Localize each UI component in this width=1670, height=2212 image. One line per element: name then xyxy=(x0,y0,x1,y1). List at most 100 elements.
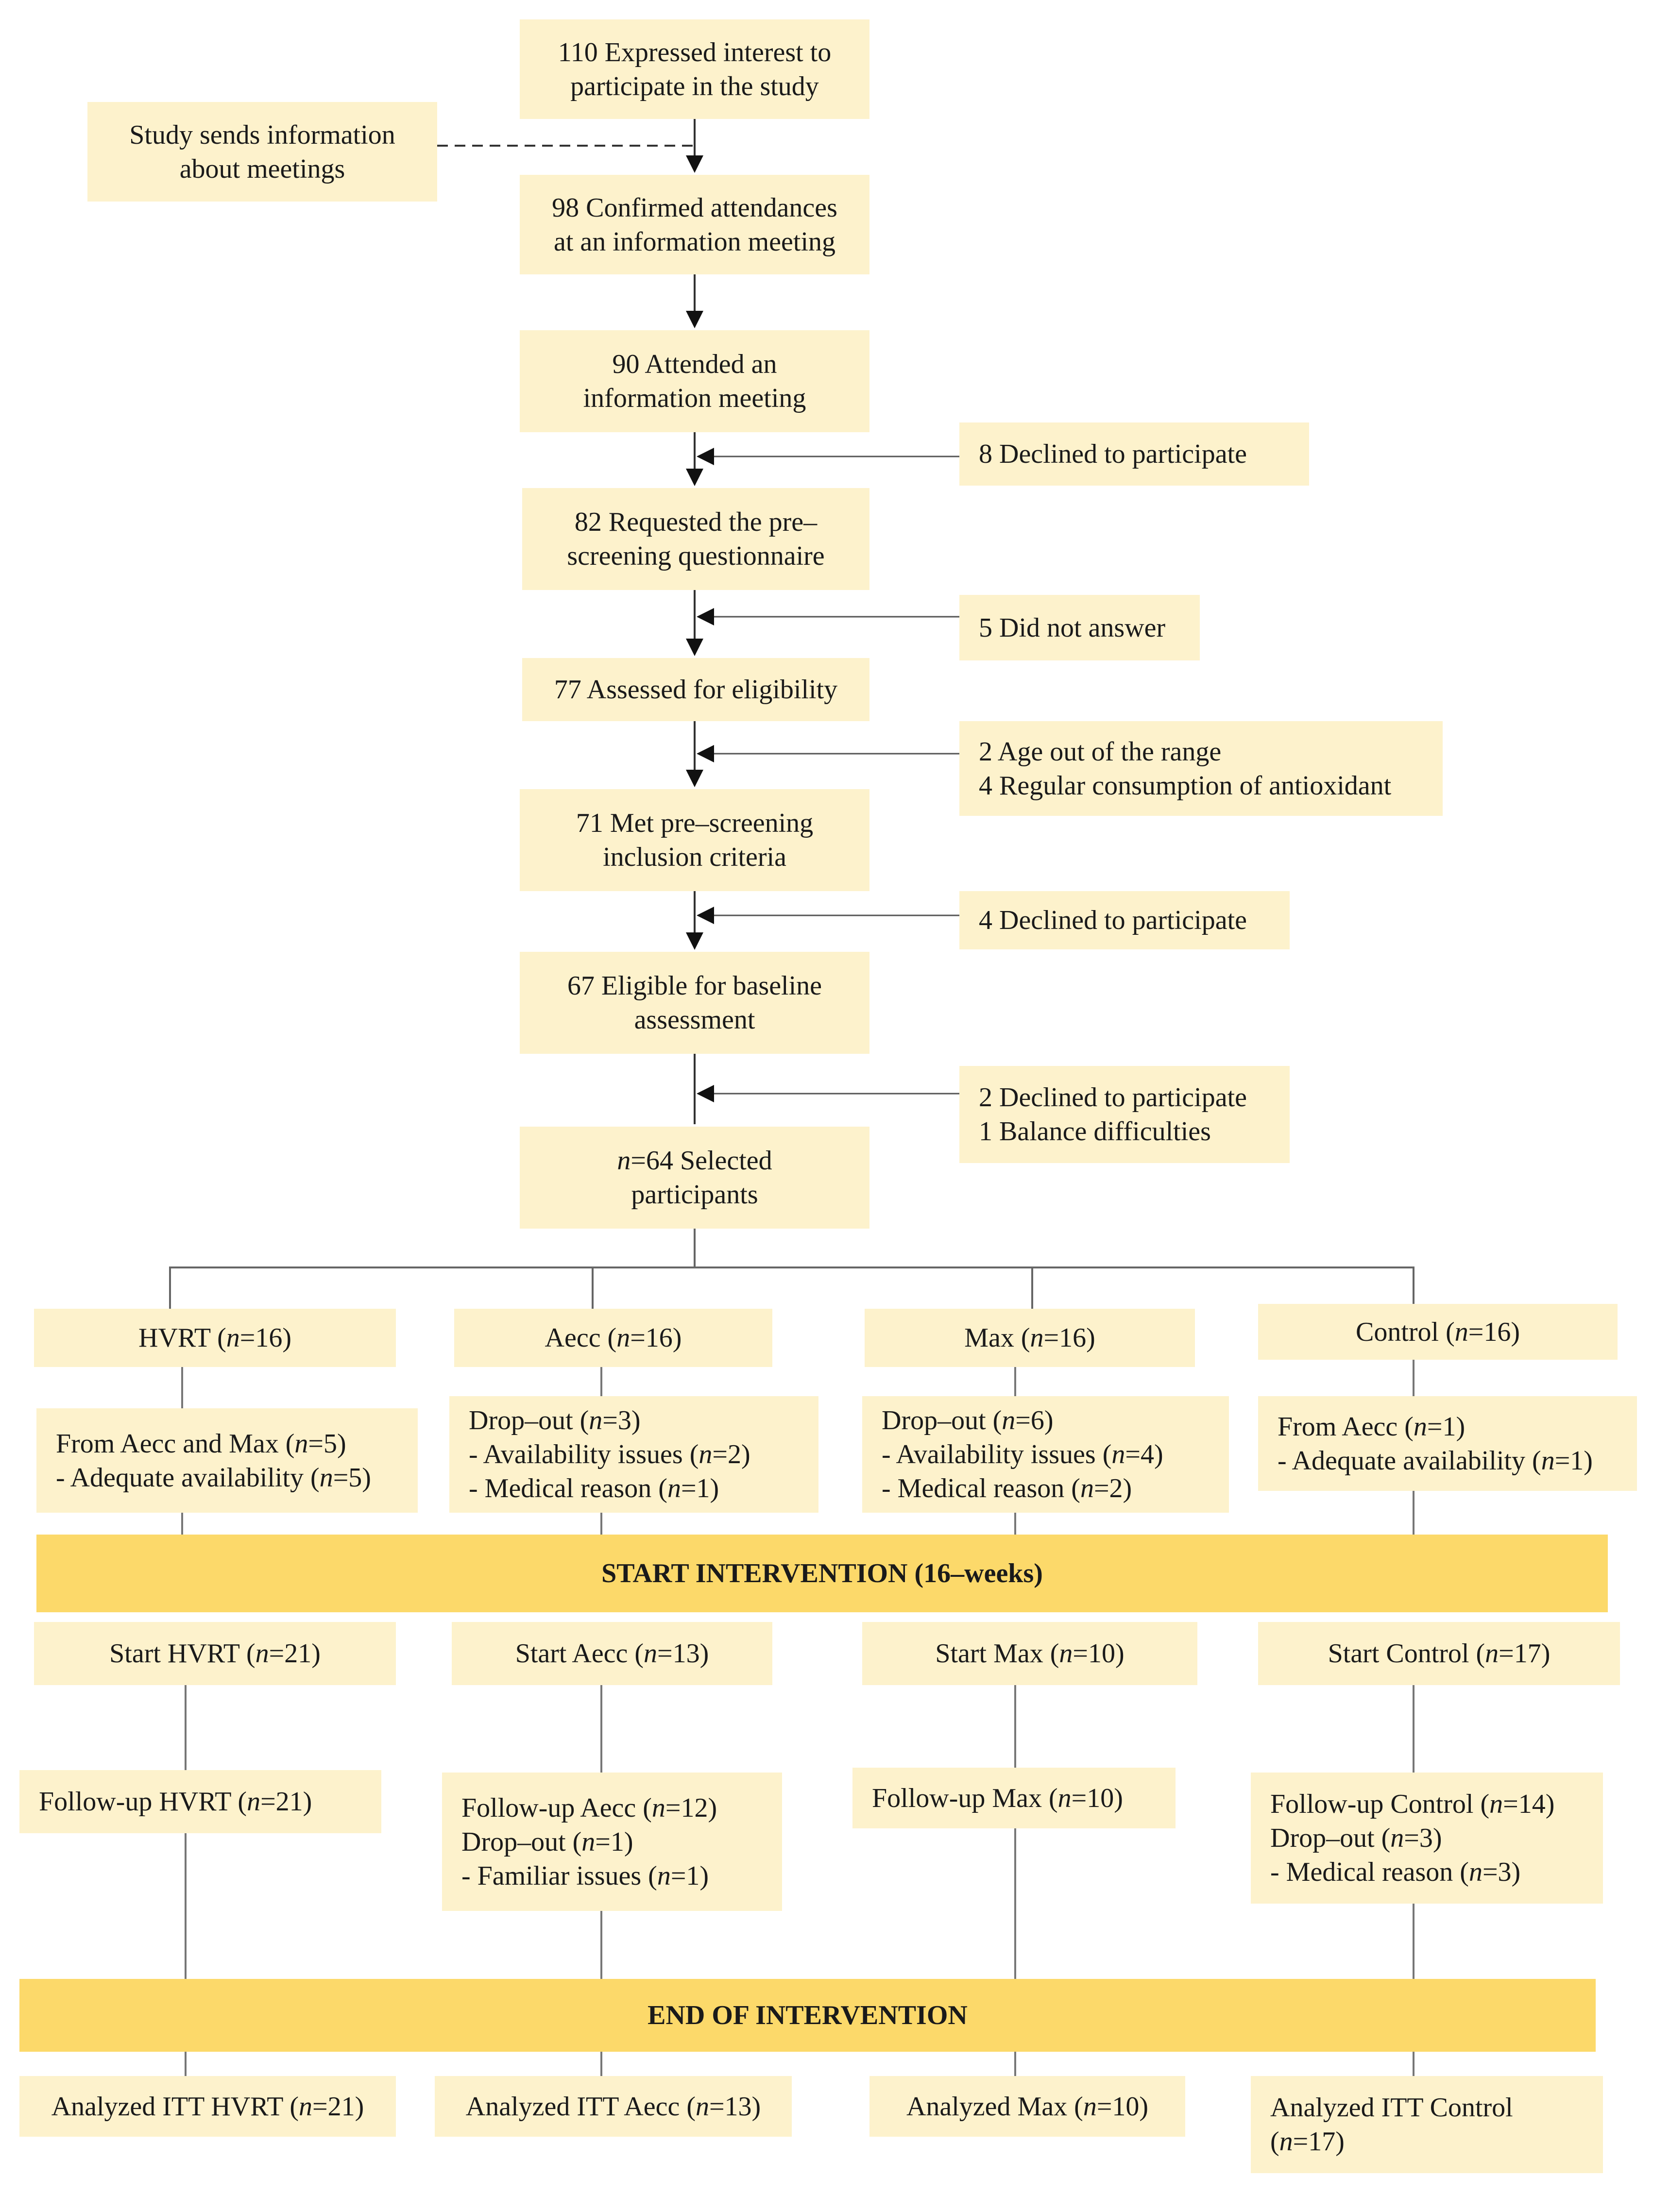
box-text: HVRT ( xyxy=(138,1323,226,1353)
start-max: Start Max (n=10) xyxy=(862,1622,1197,1685)
box-text: - Medical reason ( xyxy=(882,1473,1080,1503)
box-text: =10) xyxy=(1071,1783,1123,1813)
box-text: =10) xyxy=(1073,1638,1125,1669)
n-symbol: n xyxy=(667,1473,681,1503)
box-text: =64 Selected xyxy=(631,1146,772,1176)
box-text: Drop–out ( xyxy=(1270,1823,1391,1853)
box-line: assessment xyxy=(634,1005,755,1035)
box-text: =4) xyxy=(1125,1439,1163,1469)
box-text: =16) xyxy=(239,1323,291,1353)
box-line: 90 Attended an xyxy=(612,349,777,379)
n-symbol: n xyxy=(699,1439,713,1469)
box-line: Drop–out (n=1) xyxy=(461,1825,633,1859)
box-line: - Adequate availability (n=5) xyxy=(56,1461,371,1495)
box-met-criteria: 71 Met pre–screening inclusion criteria xyxy=(520,789,869,891)
box-requested-questionnaire: 82 Requested the pre– screening question… xyxy=(522,488,869,590)
box-line: Study sends information xyxy=(129,119,395,150)
box-line: about meetings xyxy=(179,153,345,184)
start-control: Start Control (n=17) xyxy=(1258,1622,1620,1685)
box-line: Start Control (n=17) xyxy=(1328,1637,1551,1671)
box-text: =17) xyxy=(1499,1638,1551,1669)
box-assessed-eligibility: 77 Assessed for eligibility xyxy=(522,658,869,721)
box-text: Follow-up Aecc ( xyxy=(461,1792,652,1823)
n-symbol: n xyxy=(589,1405,603,1435)
box-text: - Medical reason ( xyxy=(1270,1857,1469,1887)
box-text: Control ( xyxy=(1356,1317,1455,1347)
box-text: Start Aecc ( xyxy=(515,1638,644,1669)
n-symbol: n xyxy=(1413,1411,1427,1442)
n-symbol: n xyxy=(1080,1473,1094,1503)
box-did-not-answer: 5 Did not answer xyxy=(959,595,1200,660)
box-text: Drop–out ( xyxy=(461,1826,582,1857)
start-hvrt: Start HVRT (n=21) xyxy=(34,1622,396,1685)
box-line: From Aecc (n=1) xyxy=(1278,1410,1465,1444)
n-symbol: n xyxy=(255,1638,269,1669)
box-line: - Medical reason (n=2) xyxy=(882,1471,1132,1505)
box-text: =12) xyxy=(665,1792,717,1823)
group-hvrt: HVRT (n=16) xyxy=(34,1309,396,1367)
box-text: Analyzed ITT HVRT ( xyxy=(51,2091,299,2122)
box-text: =3) xyxy=(602,1405,641,1435)
box-line: Start Aecc (n=13) xyxy=(515,1637,709,1671)
analyzed-hvrt: Analyzed ITT HVRT (n=21) xyxy=(19,2076,396,2137)
box-text: =3) xyxy=(1482,1857,1521,1887)
n-symbol: n xyxy=(616,1323,631,1353)
box-line: - Familiar issues (n=1) xyxy=(461,1859,709,1893)
box-line: Control (n=16) xyxy=(1356,1315,1520,1349)
box-line: 82 Requested the pre– xyxy=(574,507,818,537)
box-line: Follow-up HVRT (n=21) xyxy=(39,1785,312,1819)
box-line: HVRT (n=16) xyxy=(138,1321,291,1355)
box-line: 2 Age out of the range xyxy=(979,736,1222,767)
n-symbol: n xyxy=(1030,1323,1044,1353)
box-text: =21) xyxy=(260,1787,312,1817)
box-text: Start Max ( xyxy=(935,1638,1059,1669)
box-text: =5) xyxy=(333,1462,371,1493)
box-line: 1 Balance difficulties xyxy=(979,1116,1211,1147)
box-text: From Aecc and Max ( xyxy=(56,1428,295,1459)
box-text: =5) xyxy=(308,1428,346,1459)
box-text: =1) xyxy=(595,1826,633,1857)
box-line: Follow-up Aecc (n=12) xyxy=(461,1791,717,1825)
n-symbol: n xyxy=(1468,1857,1483,1887)
box-line: - Availability issues (n=2) xyxy=(469,1437,750,1471)
box-line: 67 Eligible for baseline xyxy=(567,971,822,1001)
box-text: =2) xyxy=(712,1439,750,1469)
box-text: - Availability issues ( xyxy=(882,1439,1112,1469)
box-text: =16) xyxy=(630,1323,682,1353)
box-line: Analyzed ITT Control xyxy=(1270,2093,1513,2123)
group-aecc: Aecc (n=16) xyxy=(454,1309,772,1367)
box-line: 4 Regular consumption of antioxidant xyxy=(979,770,1392,801)
box-line: Analyzed ITT HVRT (n=21) xyxy=(51,2090,364,2124)
box-text: =17) xyxy=(1293,2127,1345,2157)
box-line: Start Max (n=10) xyxy=(935,1637,1124,1671)
box-line: Aecc (n=16) xyxy=(545,1321,682,1355)
box-text: =13) xyxy=(657,1638,709,1669)
dropout-aecc: Drop–out (n=3) - Availability issues (n=… xyxy=(449,1396,818,1513)
box-text: =2) xyxy=(1093,1473,1132,1503)
box-line: Follow-up Control (n=14) xyxy=(1270,1787,1554,1821)
box-line: - Medical reason (n=1) xyxy=(469,1471,719,1505)
start-intervention-band: START INTERVENTION (16–weeks) xyxy=(36,1535,1608,1612)
box-text: - Medical reason ( xyxy=(469,1473,667,1503)
box-text: =21) xyxy=(312,2091,364,2122)
box-line: Analyzed ITT Aecc (n=13) xyxy=(466,2090,761,2124)
box-line: From Aecc and Max (n=5) xyxy=(56,1427,346,1461)
box-text: - Adequate availability ( xyxy=(1278,1445,1541,1476)
box-attended-meeting: 90 Attended an information meeting xyxy=(520,330,869,432)
box-text: ( xyxy=(1270,2127,1279,2157)
box-text: =21) xyxy=(269,1638,321,1669)
box-line: 77 Assessed for eligibility xyxy=(554,675,838,705)
box-declined-8: 8 Declined to participate xyxy=(959,422,1309,486)
box-text: =1) xyxy=(1554,1445,1593,1476)
box-text: - Familiar issues ( xyxy=(461,1860,657,1891)
followup-control: Follow-up Control (n=14) Drop–out (n=3) … xyxy=(1251,1773,1603,1904)
box-text: =14) xyxy=(1503,1789,1555,1819)
box-text: =1) xyxy=(670,1860,709,1891)
group-max: Max (n=16) xyxy=(865,1309,1195,1367)
box-line: Max (n=16) xyxy=(964,1321,1095,1355)
box-text: Drop–out ( xyxy=(882,1405,1002,1435)
box-line: Follow-up Max (n=10) xyxy=(872,1781,1123,1815)
box-text: - Adequate availability ( xyxy=(56,1462,320,1493)
group-control: Control (n=16) xyxy=(1258,1304,1618,1360)
